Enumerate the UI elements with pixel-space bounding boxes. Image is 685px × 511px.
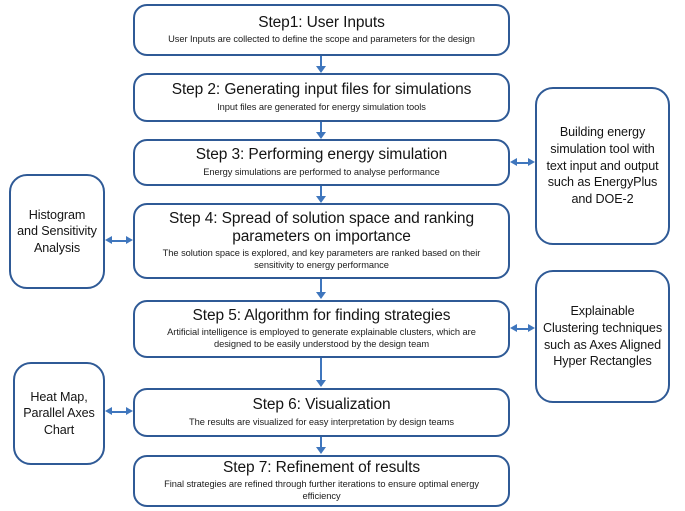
flow-step-5-title: Step 5: Algorithm for finding strategies <box>192 306 451 324</box>
flow-step-3-description: Energy simulations are performed to anal… <box>203 166 440 177</box>
arrowhead-step1-to-step2 <box>316 66 326 73</box>
side-note-heatmap-parallel-axes-text: Heat Map, Parallel Axes Chart <box>23 389 95 437</box>
side-note-histogram-sensitivity-text: Histogram and Sensitivity Analysis <box>17 207 97 255</box>
arrowhead-left-note-visuals <box>105 407 112 415</box>
connector-step5-to-note-clustering <box>516 328 530 330</box>
arrowhead-left-note-histogram <box>105 236 112 244</box>
side-note-histogram-sensitivity[interactable]: Histogram and Sensitivity Analysis <box>9 174 105 289</box>
flow-step-1-description: User Inputs are collected to define the … <box>168 34 475 45</box>
connector-note-histogram-to-step4 <box>111 240 128 242</box>
side-note-simulation-tool-text: Building energy simulation tool with tex… <box>546 125 659 206</box>
arrowhead-step5-to-step6 <box>316 380 326 387</box>
flow-step-4-title: Step 4: Spread of solution space and ran… <box>169 209 474 246</box>
side-note-simulation-tool[interactable]: Building energy simulation tool with tex… <box>535 87 670 245</box>
flow-step-1-title: Step1: User Inputs <box>258 13 385 31</box>
arrowhead-step2-to-step3 <box>316 132 326 139</box>
arrowhead-step4-to-step5 <box>316 292 326 299</box>
flow-step-7[interactable]: Step 7: Refinement of results Final stra… <box>133 455 510 507</box>
arrowhead-right-note-histogram <box>126 236 133 244</box>
side-note-heatmap-parallel-axes[interactable]: Heat Map, Parallel Axes Chart <box>13 362 105 465</box>
flow-step-6-title: Step 6: Visualization <box>252 396 391 414</box>
flow-step-7-title: Step 7: Refinement of results <box>223 458 420 476</box>
arrowhead-step3-to-step4 <box>316 196 326 203</box>
connector-note-visuals-to-step6 <box>111 411 128 413</box>
flow-step-4-description: The solution space is explored, and key … <box>162 248 481 271</box>
connector-step2-to-step3 <box>320 122 322 133</box>
connector-step3-to-note-simtool <box>516 162 530 164</box>
flow-step-4[interactable]: Step 4: Spread of solution space and ran… <box>133 203 510 279</box>
flow-step-5[interactable]: Step 5: Algorithm for finding strategies… <box>133 300 510 358</box>
connector-step1-to-step2 <box>320 56 322 67</box>
arrowhead-right-step3-note <box>528 158 535 166</box>
side-note-explainable-clustering-text: Explainable Clustering techniques such a… <box>543 304 663 369</box>
arrowhead-right-note-visuals <box>126 407 133 415</box>
flow-step-3-title: Step 3: Performing energy simulation <box>195 146 448 164</box>
flow-step-2-description: Input files are generated for energy sim… <box>217 101 426 112</box>
flow-step-5-description: Artificial intelligence is employed to g… <box>167 327 476 350</box>
flow-step-2-title: Step 2: Generating input files for simul… <box>171 81 472 99</box>
flow-step-3[interactable]: Step 3: Performing energy simulation Ene… <box>133 139 510 186</box>
arrowhead-left-step3-note <box>510 158 517 166</box>
connector-step4-to-step5 <box>320 279 322 293</box>
arrowhead-right-step5-note <box>528 324 535 332</box>
side-note-explainable-clustering[interactable]: Explainable Clustering techniques such a… <box>535 270 670 403</box>
arrowhead-left-step5-note <box>510 324 517 332</box>
flow-step-6-description: The results are visualized for easy inte… <box>189 416 454 427</box>
arrowhead-step6-to-step7 <box>316 447 326 454</box>
connector-step5-to-step6 <box>320 358 322 381</box>
connector-step3-to-step4 <box>320 186 322 197</box>
flow-step-2[interactable]: Step 2: Generating input files for simul… <box>133 73 510 122</box>
connector-step6-to-step7 <box>320 437 322 448</box>
flow-step-1[interactable]: Step1: User Inputs User Inputs are colle… <box>133 4 510 56</box>
flow-step-6[interactable]: Step 6: Visualization The results are vi… <box>133 388 510 437</box>
flow-step-7-description: Final strategies are refined through fur… <box>164 479 479 502</box>
